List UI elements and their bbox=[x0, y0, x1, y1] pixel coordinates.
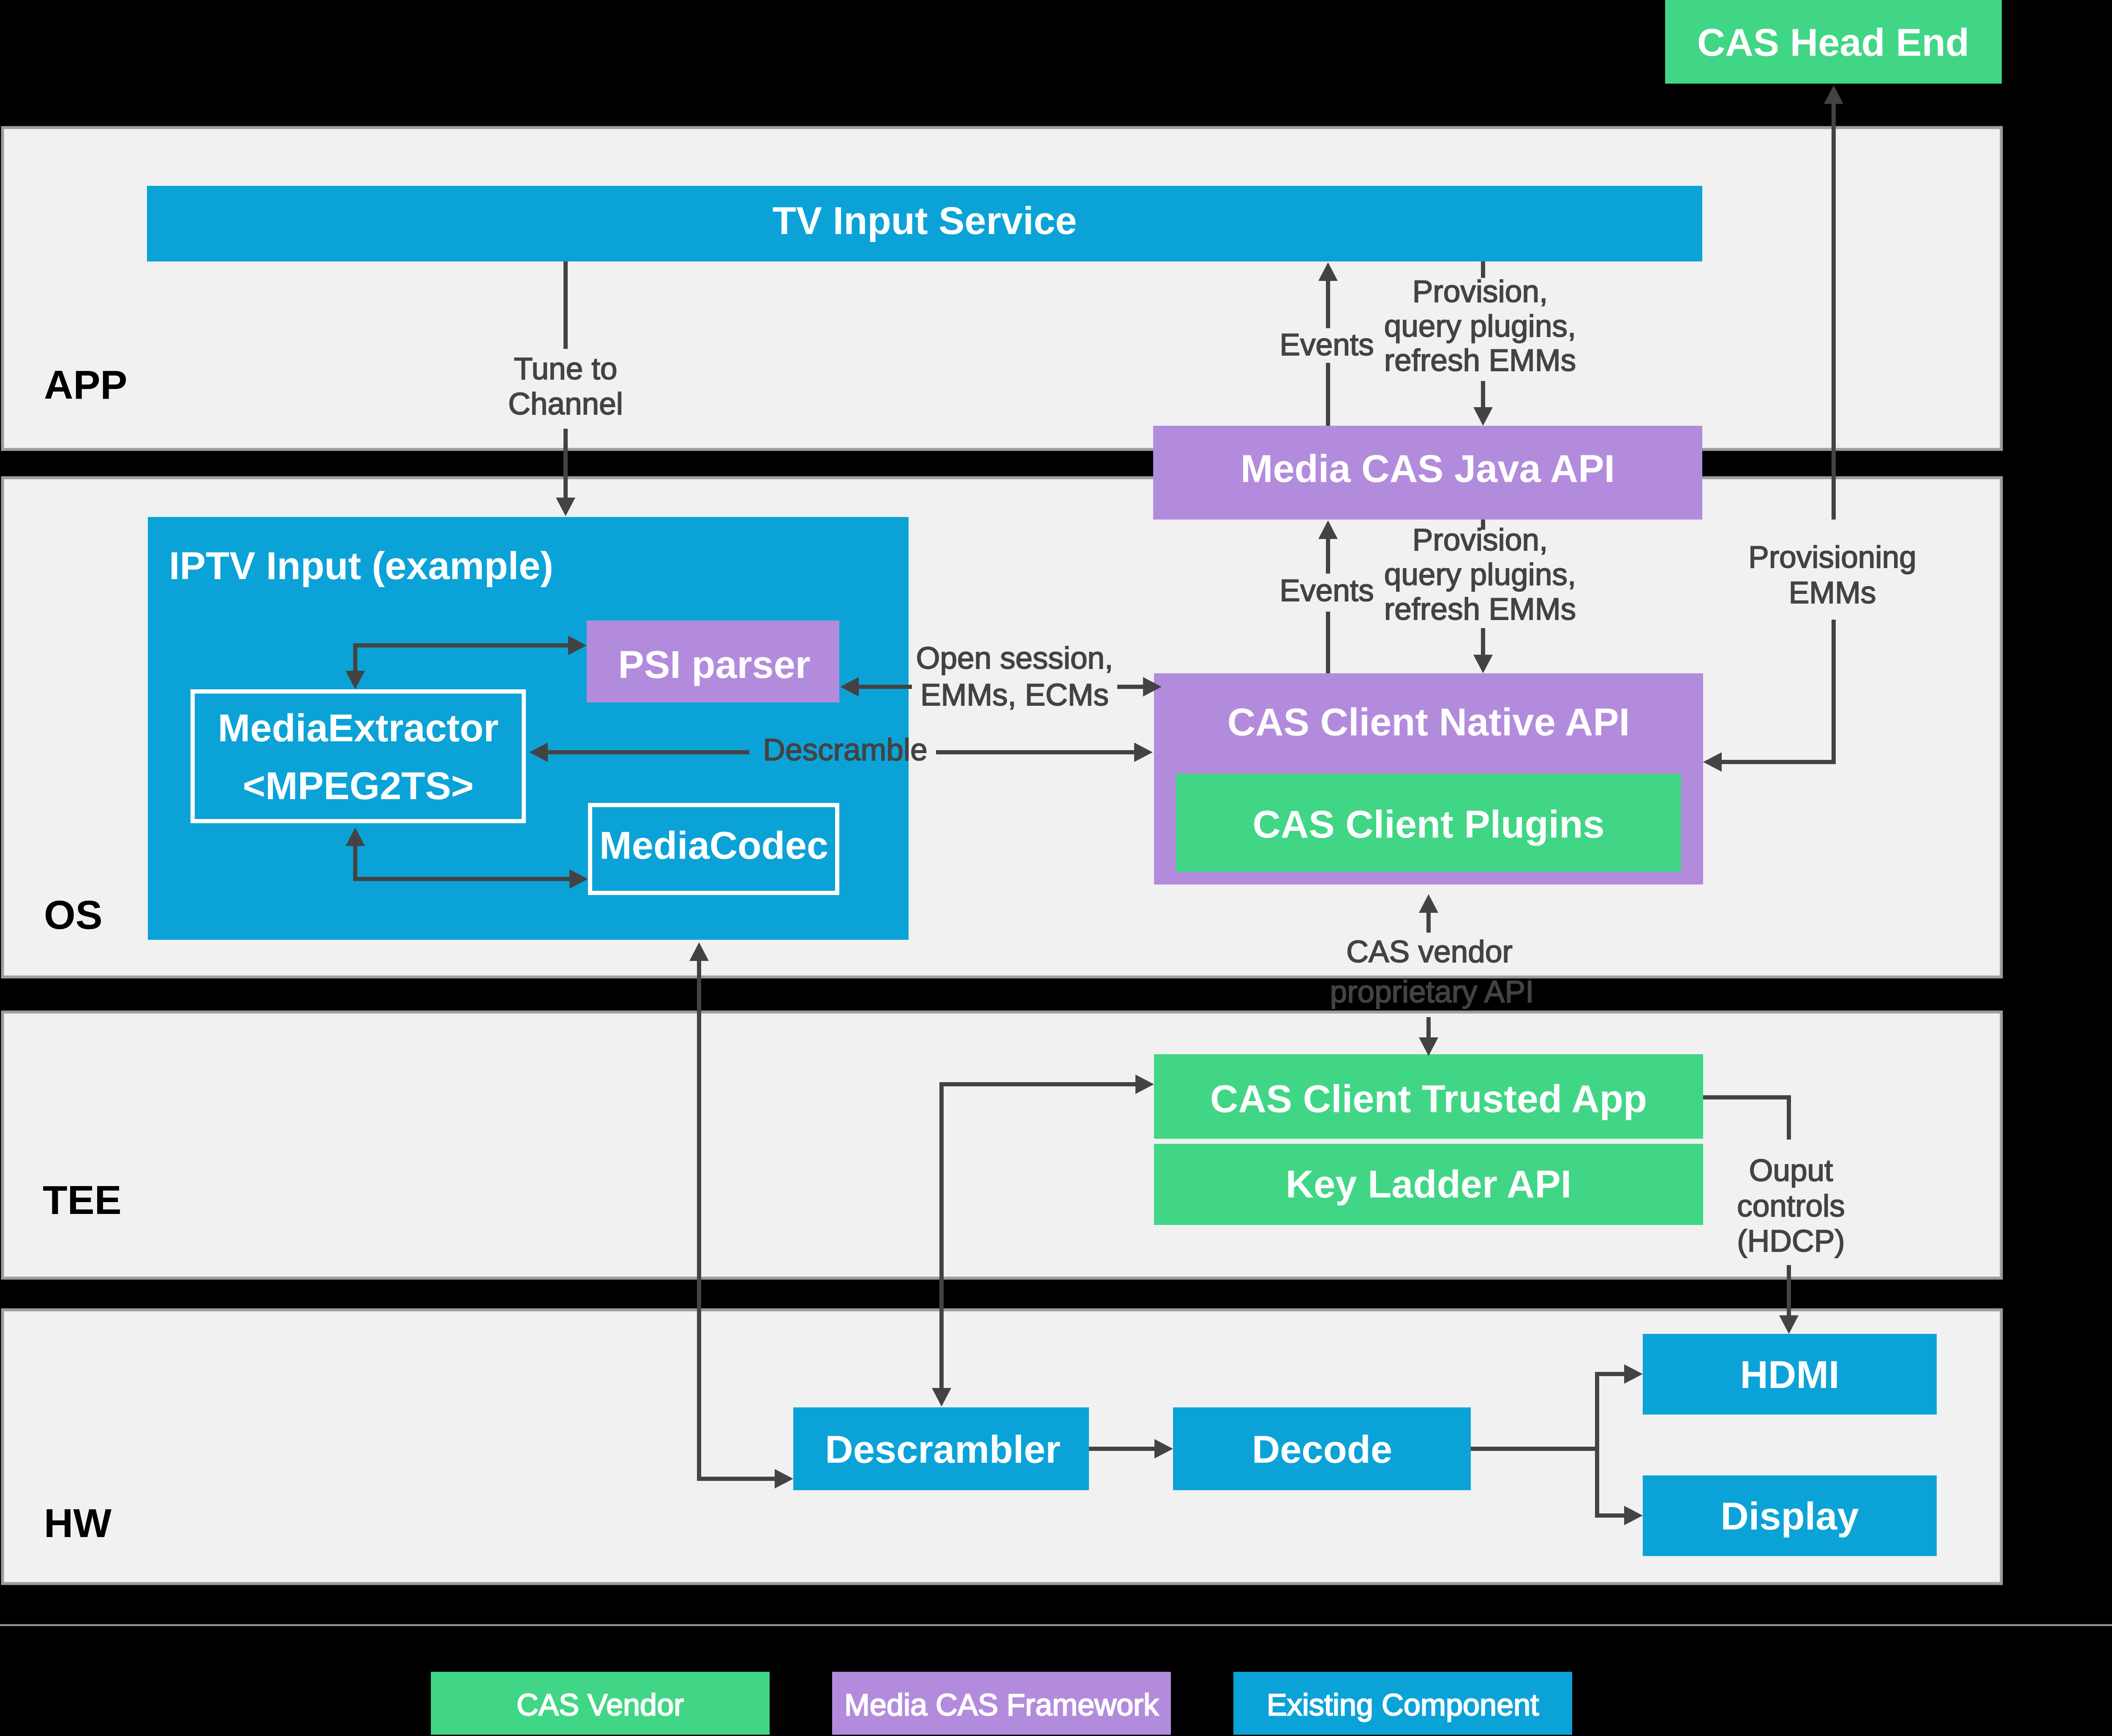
svg-text:query plugins,: query plugins, bbox=[1384, 309, 1576, 343]
svg-text:Ouput: Ouput bbox=[1749, 1154, 1833, 1188]
svg-text:Decode: Decode bbox=[1252, 1428, 1392, 1471]
svg-text:APP: APP bbox=[44, 362, 127, 408]
svg-text:(HDCP): (HDCP) bbox=[1737, 1224, 1845, 1258]
svg-text:EMMs, ECMs: EMMs, ECMs bbox=[920, 678, 1109, 712]
svg-text:IPTV Input (example): IPTV Input (example) bbox=[169, 544, 553, 588]
svg-text:Provision,: Provision, bbox=[1413, 523, 1548, 557]
svg-text:TEE: TEE bbox=[43, 1178, 122, 1223]
svg-text:TV Input Service: TV Input Service bbox=[773, 199, 1077, 242]
svg-text:Media CAS Java API: Media CAS Java API bbox=[1241, 447, 1615, 490]
svg-text:MediaExtractor: MediaExtractor bbox=[218, 707, 499, 750]
svg-text:Key Ladder API: Key Ladder API bbox=[1286, 1163, 1572, 1206]
svg-text:query plugins,: query plugins, bbox=[1384, 558, 1576, 592]
svg-text:PSI parser: PSI parser bbox=[618, 643, 810, 686]
svg-text:MediaCodec: MediaCodec bbox=[599, 824, 828, 867]
svg-text:proprietary API: proprietary API bbox=[1330, 975, 1534, 1009]
svg-text:CAS vendor: CAS vendor bbox=[1346, 935, 1513, 969]
svg-text:CAS Client Native API: CAS Client Native API bbox=[1227, 701, 1630, 744]
svg-text:Open session,: Open session, bbox=[916, 641, 1113, 675]
svg-text:Descrambler: Descrambler bbox=[825, 1428, 1060, 1471]
svg-text:Descramble: Descramble bbox=[763, 733, 927, 767]
svg-text:CAS Client Plugins: CAS Client Plugins bbox=[1252, 803, 1604, 846]
svg-text:Display: Display bbox=[1720, 1495, 1859, 1538]
svg-text:Media CAS Framework: Media CAS Framework bbox=[844, 1688, 1159, 1722]
svg-text:<MPEG2TS>: <MPEG2TS> bbox=[242, 765, 474, 808]
svg-text:CAS Vendor: CAS Vendor bbox=[517, 1688, 684, 1722]
svg-text:Events: Events bbox=[1279, 328, 1374, 362]
svg-text:Events: Events bbox=[1279, 574, 1374, 608]
svg-text:Provision,: Provision, bbox=[1413, 275, 1548, 309]
svg-text:Channel: Channel bbox=[508, 387, 623, 421]
svg-text:CAS Head End: CAS Head End bbox=[1697, 21, 1969, 64]
svg-text:refresh EMMs: refresh EMMs bbox=[1384, 592, 1576, 626]
svg-text:Provisioning: Provisioning bbox=[1748, 540, 1916, 574]
svg-text:refresh EMMs: refresh EMMs bbox=[1384, 343, 1576, 378]
svg-text:EMMs: EMMs bbox=[1789, 576, 1876, 610]
svg-text:controls: controls bbox=[1737, 1189, 1845, 1223]
svg-text:Existing Component: Existing Component bbox=[1267, 1688, 1539, 1722]
svg-text:HW: HW bbox=[44, 1501, 112, 1546]
svg-text:CAS Client Trusted App: CAS Client Trusted App bbox=[1210, 1078, 1647, 1121]
svg-text:OS: OS bbox=[44, 892, 103, 938]
svg-text:Tune to: Tune to bbox=[514, 352, 618, 386]
svg-text:HDMI: HDMI bbox=[1740, 1353, 1839, 1396]
